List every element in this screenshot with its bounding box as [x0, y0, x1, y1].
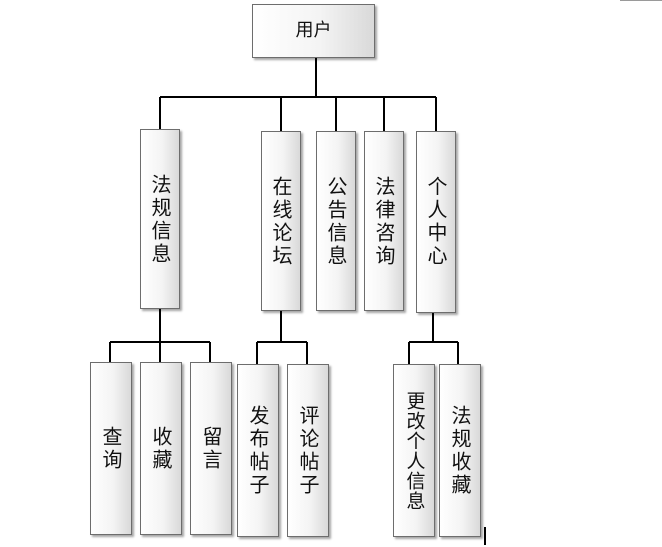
leaf-node-favorite: 收藏 [140, 362, 182, 535]
leaf-node-message: 留言 [190, 362, 232, 535]
leaf-node-label: 评论帖子 [296, 404, 320, 497]
leaf-node-label: 查询 [99, 425, 123, 472]
module-node-label: 在线论坛 [269, 176, 293, 268]
module-node-legal-consultation: 法律咨询 [364, 131, 404, 311]
module-node-label: 个人中心 [424, 176, 448, 268]
module-node-regulation-info: 法规信息 [140, 129, 180, 309]
leaf-node-label: 更改个人信息 [403, 390, 426, 511]
leaf-node-label: 法规收藏 [448, 404, 472, 497]
leaf-node-label: 收藏 [149, 425, 173, 472]
root-node: 用户 [252, 4, 375, 58]
leaf-node-label: 发布帖子 [246, 404, 270, 497]
text-cursor [484, 527, 486, 545]
leaf-node-label: 留言 [199, 425, 223, 472]
leaf-node-publish-post: 发布帖子 [237, 364, 279, 537]
root-node-label: 用户 [295, 20, 332, 41]
module-node-label: 法规信息 [148, 174, 172, 266]
leaf-node-comment-post: 评论帖子 [287, 364, 329, 537]
leaf-node-edit-personal-info: 更改个人信息 [393, 364, 435, 537]
module-node-label: 法律咨询 [372, 176, 396, 268]
page-edge-line [620, 0, 662, 1]
module-node-personal-center: 个人中心 [416, 131, 456, 313]
module-node-online-forum: 在线论坛 [261, 131, 301, 311]
leaf-node-query: 查询 [90, 362, 132, 535]
leaf-node-regulation-favorites: 法规收藏 [439, 364, 481, 537]
module-node-announcement-info: 公告信息 [316, 131, 356, 311]
module-node-label: 公告信息 [324, 176, 348, 268]
